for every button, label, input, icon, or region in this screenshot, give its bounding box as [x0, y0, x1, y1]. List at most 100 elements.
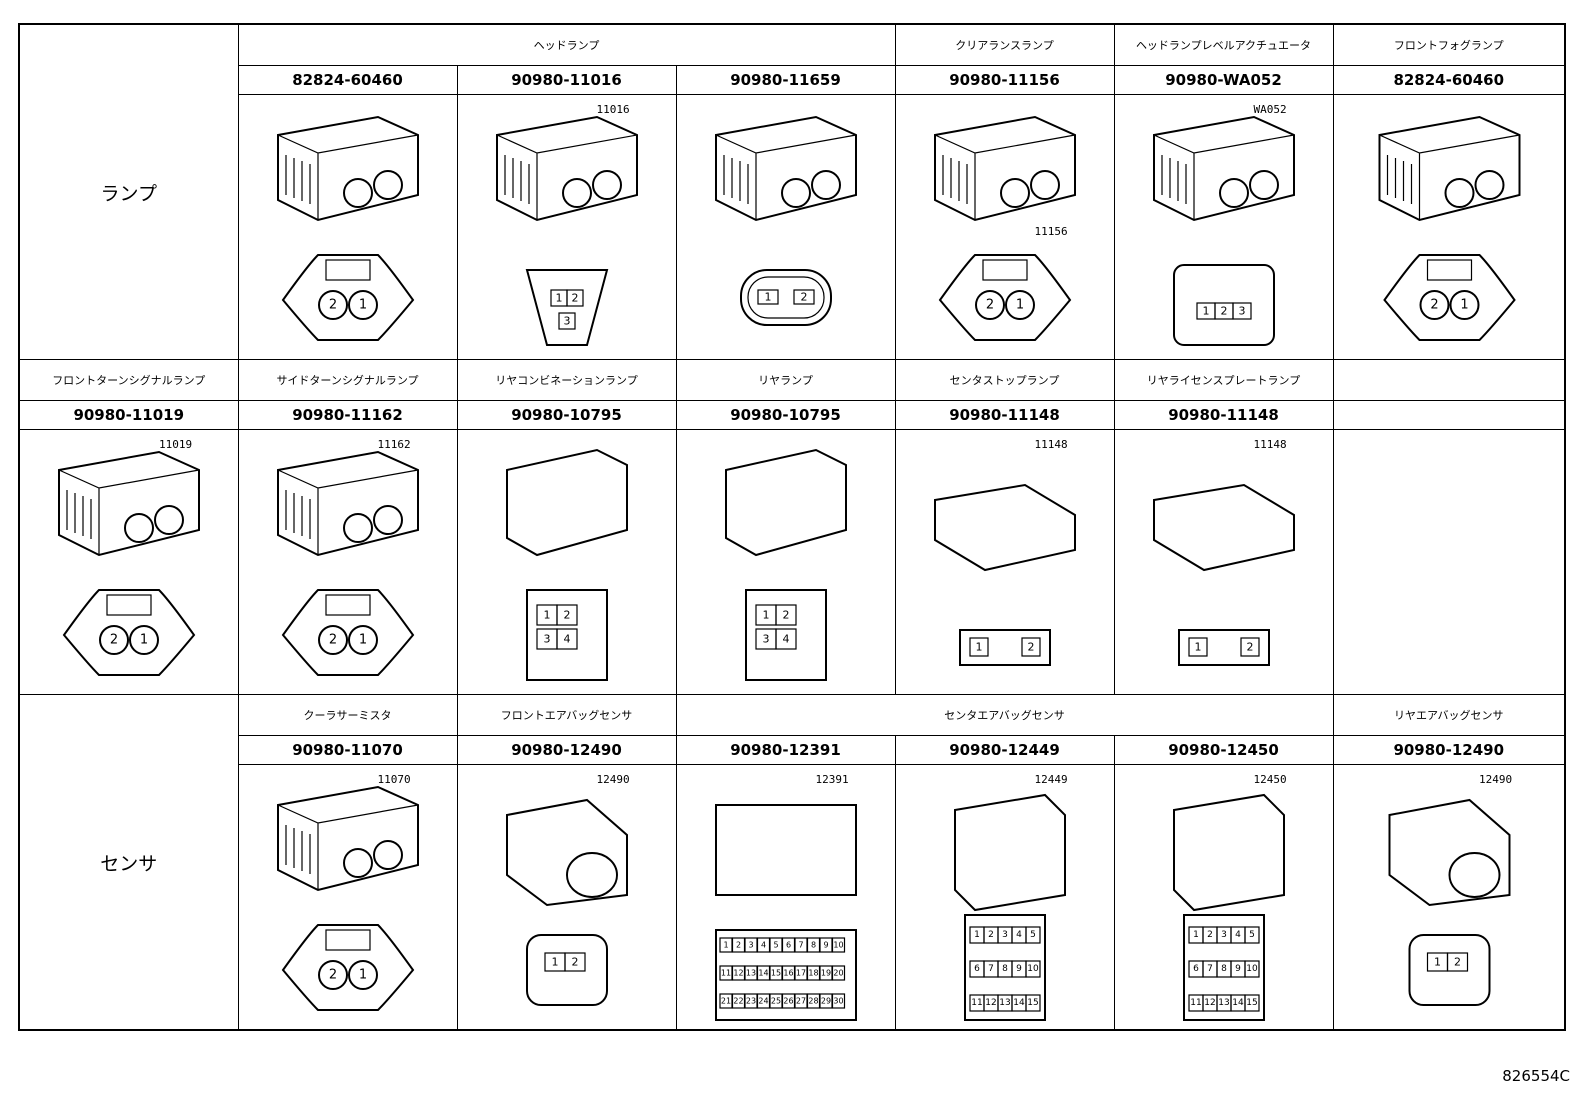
part-number: 90980-11148: [1113, 400, 1334, 430]
pin-number: 2: [563, 609, 570, 622]
part-number: 90980-12450: [1113, 735, 1334, 765]
pin-number: 3: [543, 633, 550, 646]
connector-table: ランプ ヘッドランプ クリアランスランプ ヘッドランプレベルアクチュエータ フロ…: [18, 23, 1566, 1031]
pin-number: 16: [783, 969, 793, 978]
part-title: リヤコンビネーションランプ: [456, 359, 677, 401]
pin-number: 2: [328, 633, 336, 648]
pin-number: 5: [773, 941, 778, 950]
part-title: フロントターンシグナルランプ: [18, 359, 239, 401]
part-callout: 12490: [596, 773, 630, 786]
group-title-front-airbag: フロントエアバッグセンサ: [456, 694, 677, 736]
pin-number: 2: [1454, 956, 1461, 969]
pin-number: 10: [1027, 964, 1039, 974]
pin-number: 1: [555, 292, 562, 305]
part-number: 90980-11019: [18, 400, 239, 430]
pin-number: 2: [1220, 305, 1227, 318]
pin-number: 6: [785, 941, 790, 950]
pin-number: 2: [1027, 641, 1034, 654]
pin-number: 4: [760, 941, 765, 950]
group-title-clearance: クリアランスランプ: [894, 23, 1115, 66]
part-title: リヤランプ: [675, 359, 896, 401]
part-callout: 11148: [1253, 438, 1287, 451]
pin-number: 13: [745, 969, 755, 978]
part-callout: 11019: [159, 438, 193, 451]
pin-number: 2: [110, 633, 118, 648]
drawing-code: 826554C: [1502, 1067, 1570, 1085]
pin-number: 1: [358, 968, 366, 983]
pin-number: 23: [745, 997, 755, 1006]
pin-number: 2: [985, 298, 993, 313]
pin-number: 4: [1016, 930, 1022, 940]
pin-number: 20: [833, 969, 843, 978]
pin-number: 1: [1202, 305, 1209, 318]
pin-number: 2: [571, 956, 578, 969]
pin-number: 7: [988, 964, 994, 974]
group-title-thermistor: クーラサーミスタ: [237, 694, 458, 736]
part-callout: 12450: [1253, 773, 1287, 786]
category-lamp: ランプ: [18, 23, 239, 360]
pin-number: 2: [1430, 298, 1438, 313]
group-title-foglamp: フロントフォグランプ: [1332, 23, 1566, 66]
pin-number: 21: [720, 997, 730, 1006]
pin-number: 1: [1193, 930, 1199, 940]
empty-cell: [1332, 400, 1566, 430]
part-callout: 12490: [1479, 773, 1513, 786]
pin-number: 3: [762, 633, 769, 646]
empty-cell: [1332, 429, 1566, 695]
empty-cell: [1332, 359, 1566, 401]
part-number: 90980-11162: [237, 400, 458, 430]
pin-number: 30: [833, 997, 843, 1006]
part-number: 90980-11070: [237, 735, 458, 765]
part-number: 90980-12391: [675, 735, 896, 765]
part-number: 90980-10795: [456, 400, 677, 430]
pin-number: 17: [795, 969, 805, 978]
pin-number: 11: [720, 969, 730, 978]
pin-number: 2: [735, 941, 740, 950]
part-callout: 11148: [1034, 438, 1068, 451]
category-sensor: センサ: [18, 694, 239, 1031]
pin-number: 13: [1218, 998, 1229, 1008]
part-number: 90980-10795: [675, 400, 896, 430]
pin-number: 1: [764, 291, 771, 304]
pin-number: 15: [1027, 998, 1038, 1008]
pin-number: 5: [1249, 930, 1255, 940]
pin-number: 2: [328, 298, 336, 313]
pin-number: 6: [1193, 964, 1199, 974]
pin-number: 12: [1204, 998, 1215, 1008]
pin-number: 6: [974, 964, 980, 974]
part-callout: WA052: [1253, 103, 1287, 116]
pin-number: 8: [810, 941, 815, 950]
pin-number: 4: [1235, 930, 1241, 940]
pin-number: 3: [1238, 305, 1245, 318]
pin-number: 19: [820, 969, 830, 978]
pin-number: 7: [798, 941, 803, 950]
pin-number: 22: [733, 997, 743, 1006]
pin-number: 8: [1002, 964, 1008, 974]
pin-number: 1: [358, 298, 366, 313]
part-callout: 11016: [596, 103, 630, 116]
